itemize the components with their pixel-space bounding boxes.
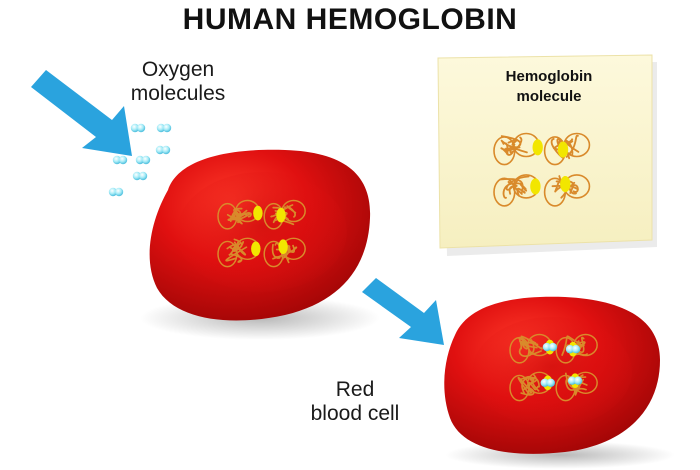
oxygen-atom [567,376,577,385]
oxygen-atom [114,187,124,197]
arrow-icon [31,70,132,156]
inset-title: Hemoglobin molecule [448,67,650,107]
globin-loop [509,374,530,402]
oxygen-molecules-label: Oxygen molecules [118,58,238,106]
oxygen-atom [108,187,118,197]
heme-group [532,139,543,156]
oxygen-atom [156,123,166,133]
globin-loop [509,336,530,364]
globin-chain [499,175,530,199]
inset-title-line2: molecule [516,88,582,105]
oxygen-molecule [108,187,124,197]
inset-title-line1: Hemoglobin [505,68,593,85]
rbc-label-line2: blood cell [310,402,400,425]
globin-loop [217,240,238,268]
arrow-icon [362,278,444,345]
oxygen-molecule [542,342,558,352]
page-title: HUMAN HEMOGLOBIN [182,3,518,36]
globin-chain [225,238,248,263]
oxygen-atom [136,123,146,133]
red-blood-cell-deoxygenated [140,149,380,340]
oxygen-molecule [112,155,128,165]
heme-group [278,239,288,255]
globin-loop [493,177,516,207]
globin-loop [217,202,238,230]
oxygen-molecule [155,145,171,155]
oxygen-molecule [130,123,146,133]
oxygen-label-line1: Oxygen [141,58,215,81]
oxygen-atom [135,155,145,165]
oxygen-atom [573,376,583,385]
oxygen-atom [546,378,555,387]
oxygen-atom [571,345,581,354]
hemoglobin-protein [509,333,598,402]
heme-group [560,176,571,193]
oxygen-atom [540,378,549,387]
cell-dimple [472,317,632,427]
oxygen-molecule [135,155,151,165]
oxygen-atom [130,123,140,133]
oxygen-molecule [156,123,172,133]
hemoglobin-protein [493,132,591,207]
oxygen-atom [155,145,165,155]
cell-dimple [177,172,347,292]
heme-group [530,178,541,195]
oxygen-molecule-cluster [108,123,172,197]
heme-group [251,241,261,257]
oxygen-label-line2: molecules [130,82,226,105]
rbc-label-line1: Red [335,378,375,401]
oxygen-atom [112,155,122,165]
heme-group [276,207,286,223]
oxygen-atom [141,155,151,165]
oxygen-molecule [565,345,581,354]
heme-group [253,205,263,221]
oxygen-molecule [540,378,555,387]
globin-loop [493,136,516,166]
oxygen-molecule [567,376,583,385]
red-blood-cell-label: Red blood cell [292,378,418,426]
oxygen-atom [162,123,172,133]
oxygen-atom [565,345,575,354]
oxygen-atom [161,145,171,155]
hemoglobin-protein [217,199,306,268]
oxygen-atom [542,342,552,352]
oxygen-atom [132,171,142,181]
oxygen-molecule [132,171,148,181]
oxygen-atom [138,171,148,181]
globin-loop [263,240,284,268]
heme-group [557,141,569,158]
oxygen-atom [548,342,558,352]
oxygen-atom [118,155,128,165]
red-blood-cell-oxygenated [444,296,675,469]
